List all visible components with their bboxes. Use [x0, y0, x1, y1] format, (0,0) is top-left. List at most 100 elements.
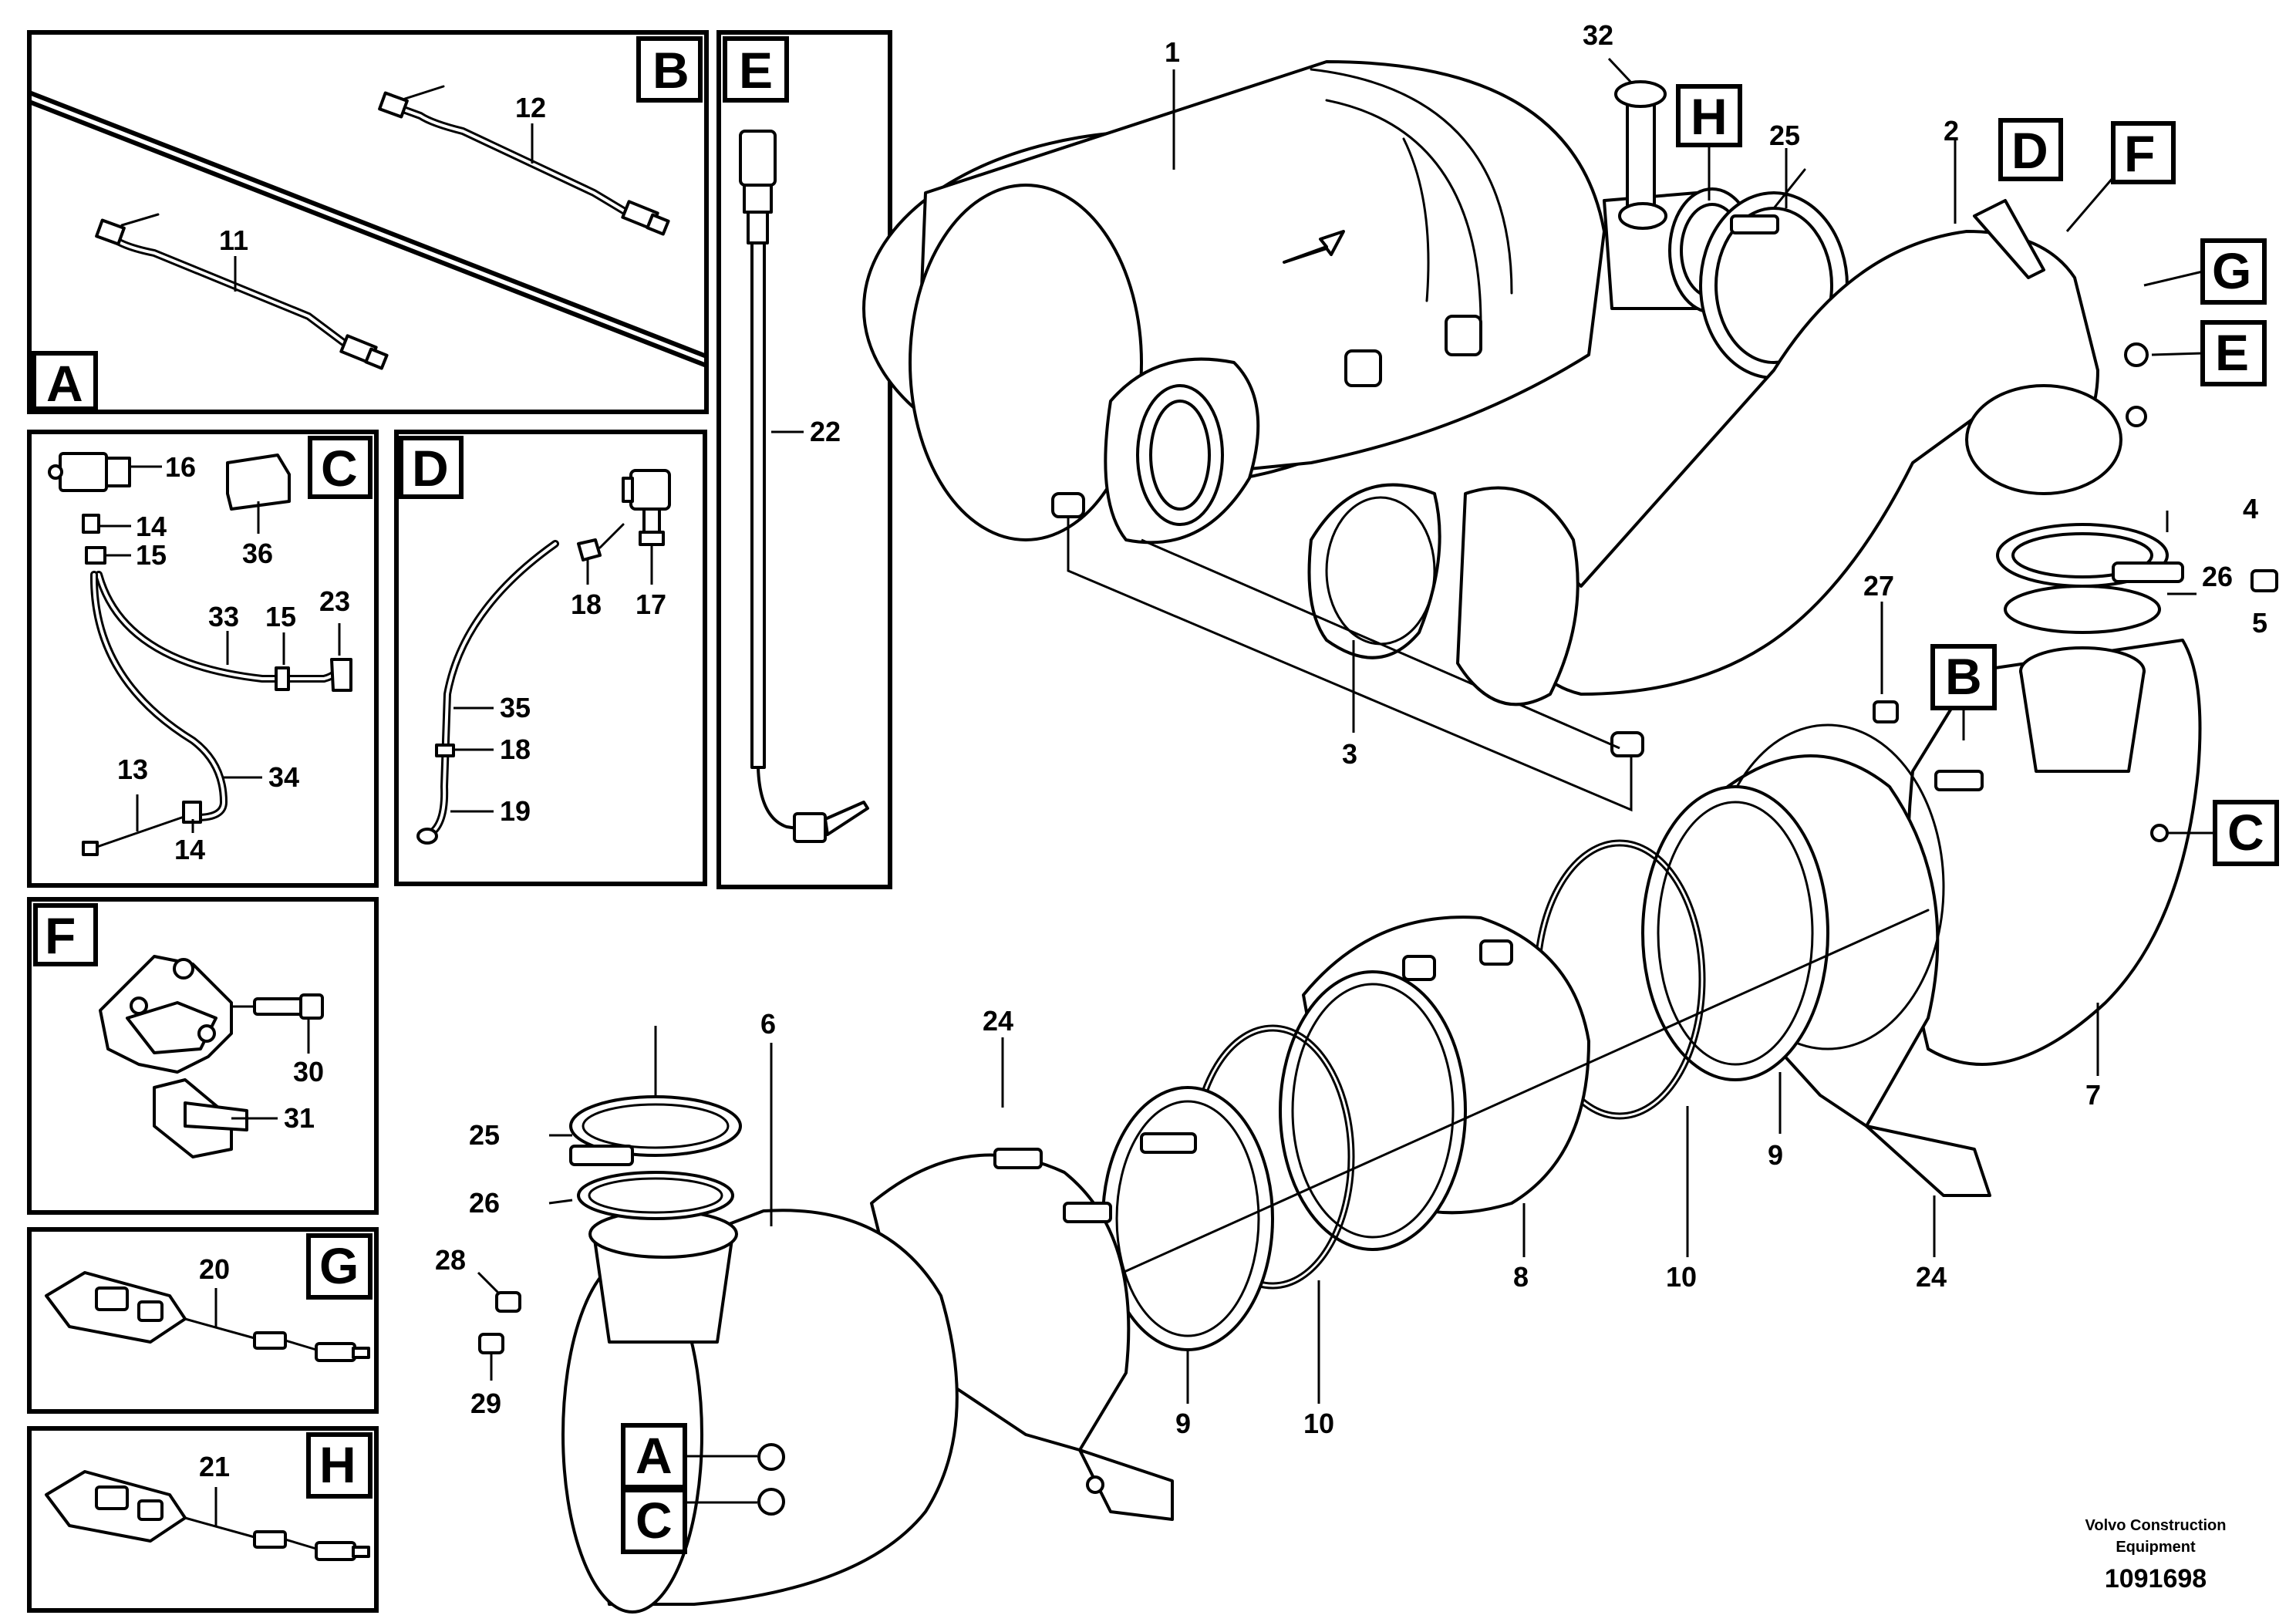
panel-label-a: A [32, 351, 98, 412]
gasket-3: 3 [1307, 483, 1441, 770]
svg-text:B: B [652, 42, 689, 99]
callout-d: D [1998, 118, 2063, 181]
clamp-24-lower: 24 [870, 1005, 1174, 1521]
callout-f: F [2065, 121, 2176, 232]
svg-text:B: B [1945, 648, 1982, 705]
svg-text:C: C [321, 440, 358, 497]
svg-text:C: C [636, 1492, 673, 1549]
part-number-36: 36 [242, 538, 273, 569]
part-number-24b: 24 [1916, 1261, 1947, 1293]
part-number-9b: 9 [1768, 1139, 1783, 1171]
svg-text:G: G [319, 1237, 359, 1294]
bolt-group-upper [1051, 492, 1644, 812]
part-number-7: 7 [2085, 1079, 2101, 1111]
part-number-10b: 10 [1666, 1261, 1697, 1293]
part-number-34: 34 [268, 761, 299, 793]
part-number-33: 33 [208, 601, 239, 632]
part-number-27: 27 [1863, 570, 1894, 602]
inlet-pipe-2: 2 [1456, 115, 2149, 706]
part-number-15a: 15 [136, 539, 167, 571]
assembly-axis-line [1001, 909, 1930, 1328]
ring-10-lower: 10 [1190, 1024, 1355, 1439]
part-number-32: 32 [1583, 19, 1613, 51]
part-number-8: 8 [1513, 1261, 1529, 1293]
part-number-24a: 24 [983, 1005, 1013, 1037]
company-line-2: Equipment [2116, 1539, 2196, 1556]
callout-g: G [2143, 238, 2267, 305]
callout-a-bottom: A [621, 1423, 757, 1489]
part-number-12: 12 [515, 92, 546, 123]
part-number-26a: 26 [2202, 561, 2233, 592]
part-number-14b: 14 [174, 834, 205, 865]
part-number-11: 11 [219, 224, 248, 256]
part-number-17: 17 [636, 588, 666, 620]
drawing-footer: Volvo Construction Equipment 1091698 [2085, 1517, 2227, 1593]
callout-e: E [2151, 320, 2267, 386]
part-number-18a: 18 [571, 588, 602, 620]
panel-b-wire-12: 12 [378, 85, 670, 236]
part-number-9a: 9 [1175, 1408, 1191, 1439]
part-number-28: 28 [435, 1244, 466, 1276]
callout-c-right: C [2167, 800, 2279, 866]
svg-text:E: E [2215, 324, 2249, 381]
company-line-1: Volvo Construction [2085, 1517, 2227, 1534]
callout-c-bottom: C [621, 1488, 757, 1554]
panel-e: E 22 [716, 30, 892, 889]
plug-28-29: 28 29 [435, 1244, 521, 1419]
part-number-4: 4 [2243, 493, 2258, 524]
part-number-16: 16 [165, 451, 196, 483]
ring-9-lower: 9 [1101, 1086, 1274, 1439]
svg-text:F: F [2124, 125, 2155, 182]
svg-text:A: A [636, 1427, 673, 1484]
part-number-23: 23 [319, 585, 350, 617]
part-number-31: 31 [284, 1102, 315, 1134]
clamp-25-lower: 25 26 [469, 1026, 742, 1220]
dpf-core-8: 8 [1279, 916, 1590, 1293]
svg-text:D: D [412, 440, 449, 497]
svg-text:H: H [319, 1436, 356, 1493]
part-number-14a: 14 [136, 511, 167, 542]
part-number-30: 30 [293, 1056, 324, 1088]
part-number-13: 13 [117, 754, 148, 785]
part-number-1: 1 [1165, 36, 1180, 68]
panel-d: D 17 18 35 18 19 [394, 430, 707, 886]
svg-text:F: F [45, 907, 76, 964]
svg-text:C: C [2227, 804, 2264, 861]
panel-a-b [27, 30, 709, 414]
part-number-25a: 25 [1769, 120, 1800, 151]
panel-h: H 21 [27, 1426, 379, 1613]
clamp-4-upper: 4 26 5 [1996, 493, 2278, 639]
svg-text:D: D [2011, 122, 2048, 179]
svg-text:H: H [1691, 88, 1728, 145]
part-number-25b: 25 [469, 1119, 500, 1151]
part-number-29: 29 [470, 1388, 501, 1419]
panel-label-b: B [636, 36, 703, 103]
callout-b: B [1930, 644, 1997, 740]
part-number-18b: 18 [500, 733, 531, 765]
svg-text:E: E [739, 42, 773, 99]
part-number-26b: 26 [469, 1187, 500, 1219]
part-number-5: 5 [2252, 607, 2267, 639]
panel-g: G 20 [27, 1227, 379, 1414]
housing-7: 7 27 [1863, 570, 2202, 1111]
part-number-3: 3 [1342, 738, 1357, 770]
part-number-2: 2 [1944, 115, 1959, 147]
part-number-21: 21 [199, 1451, 230, 1482]
svg-text:A: A [46, 355, 83, 412]
panel-f: F 30 31 [27, 897, 379, 1215]
part-number-6: 6 [760, 1008, 776, 1040]
svg-text:G: G [2212, 242, 2251, 299]
drawing-number: 1091698 [2105, 1564, 2207, 1593]
dpf-canister-1: 32 1 [862, 19, 1756, 545]
part-number-10a: 10 [1303, 1408, 1334, 1439]
part-number-19: 19 [500, 795, 531, 827]
panel-c: C 16 36 14 15 33 15 23 34 [27, 430, 379, 888]
part-number-35: 35 [500, 692, 531, 723]
callout-h: H [1676, 84, 1742, 201]
panel-a-wire-11: 11 [95, 213, 389, 370]
part-number-15b: 15 [265, 601, 296, 632]
part-number-20: 20 [199, 1253, 230, 1285]
ring-9-upper: 9 [1641, 785, 1829, 1171]
part-number-22: 22 [810, 416, 841, 447]
